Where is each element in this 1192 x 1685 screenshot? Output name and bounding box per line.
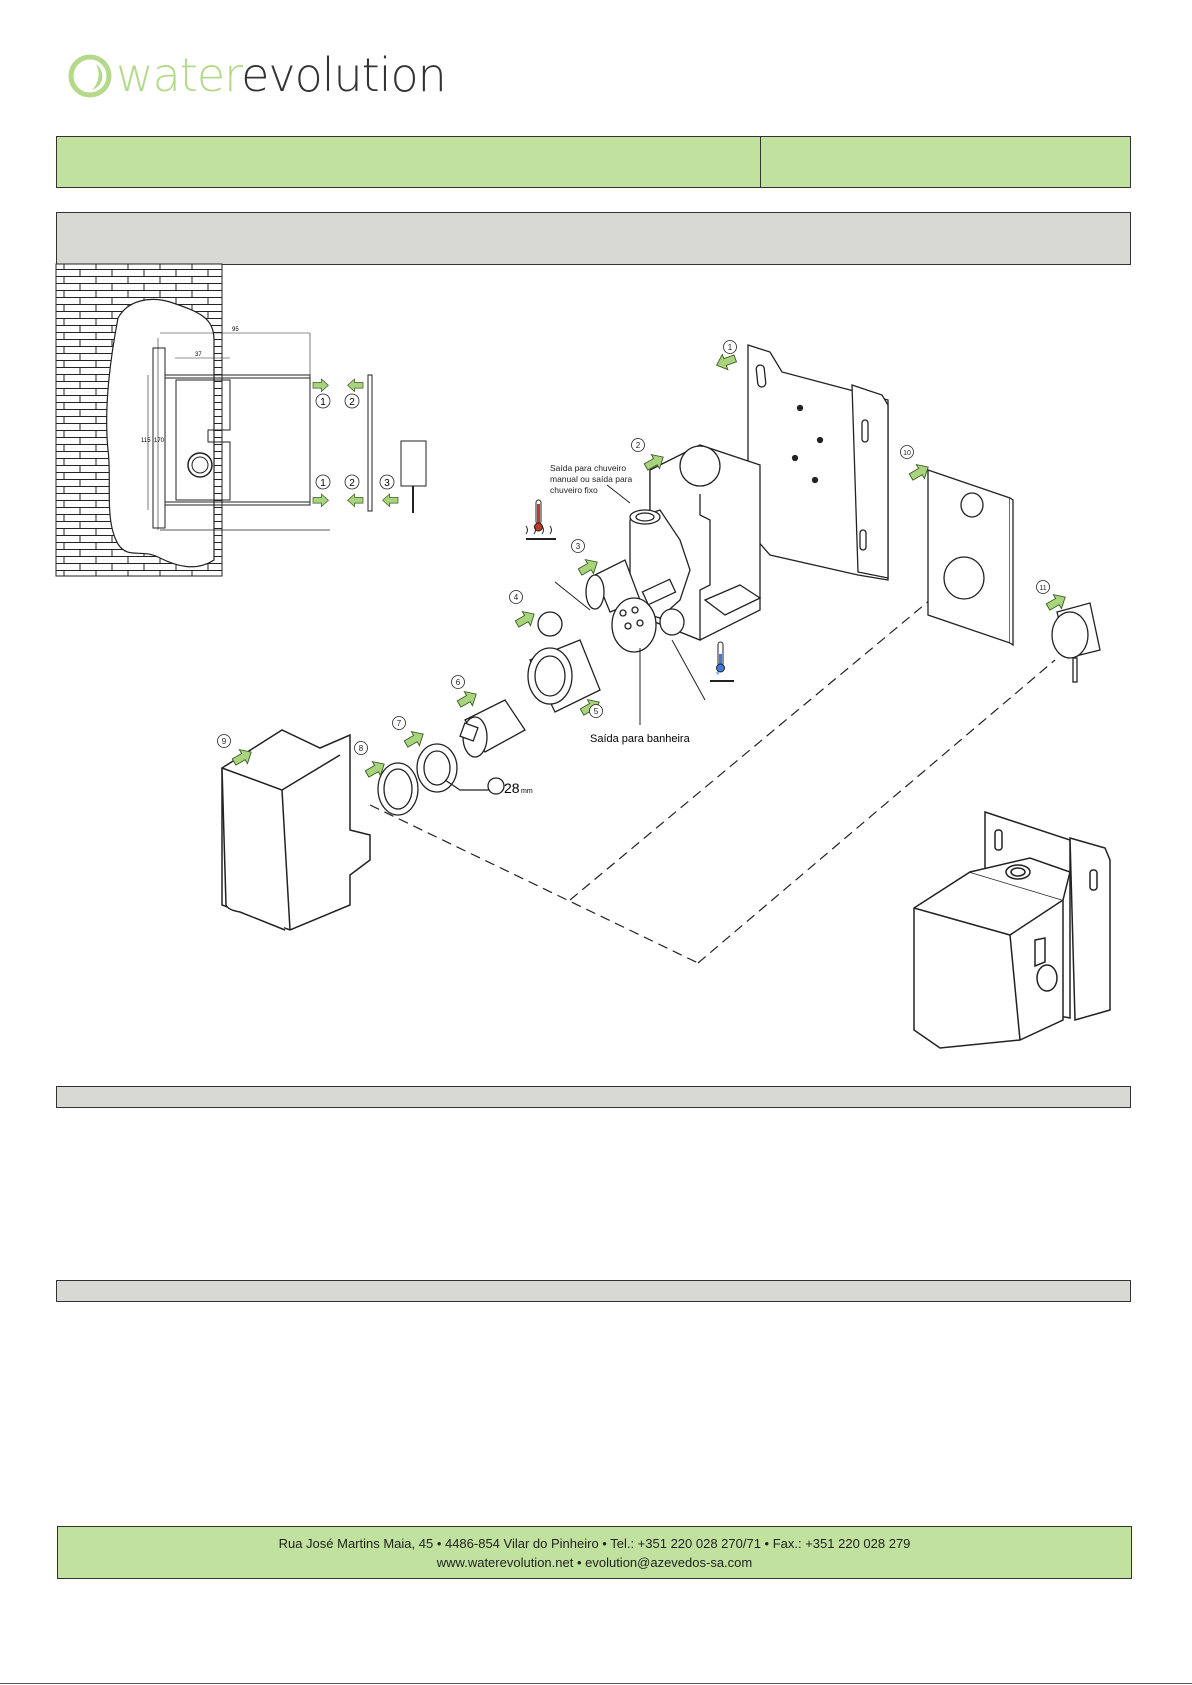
product-header-bar [56, 136, 1131, 188]
callout-10: 10 [903, 450, 911, 457]
footer-web: www.waterevolution.net • evolution@azeve… [436, 1555, 753, 1570]
footer-address: Rua José Martins Maia, 45 • 4486-854 Vil… [278, 1536, 911, 1551]
callout-4: 4 [514, 593, 519, 602]
dimension-28-unit: mm [521, 788, 533, 795]
alignment-guides [369, 599, 1056, 964]
footer-contact: Rua José Martins Maia, 45 • 4486-854 Vil… [57, 1526, 1132, 1579]
callout-3: 3 [576, 542, 581, 551]
mounting-plate [747, 344, 889, 581]
label-shower-2: manual ou saída para [550, 474, 632, 484]
assembled-view [913, 810, 1111, 1049]
side-callout-2a: 2 [349, 397, 355, 408]
callout-7: 7 [397, 719, 402, 728]
side-callout-1b: 1 [320, 478, 326, 489]
side-callout-1a: 1 [320, 397, 326, 408]
callout-6: 6 [456, 678, 461, 687]
logo-wordmark: waterevolution [116, 48, 447, 102]
side-callout-3: 3 [384, 478, 390, 489]
dim-37-label: 37 [195, 352, 202, 358]
handle-knob [1051, 602, 1101, 683]
page-bottom-rule [0, 1683, 1192, 1684]
hot-water-icon [525, 499, 556, 540]
description-bar [56, 212, 1131, 265]
logo-word-water: water [116, 48, 242, 102]
dim-left-b-label: 170 [154, 438, 165, 444]
svg-text:*: * [716, 670, 720, 680]
section-bar-2 [56, 1280, 1131, 1302]
exploded-assembly-diagram: 95 37 115 170 1 2 1 2 3 [55, 263, 1111, 1049]
label-shower-1: Saída para chuveiro [550, 463, 626, 473]
callout-5: 5 [594, 707, 599, 716]
dim-top-label: 95 [232, 327, 239, 333]
label-bath-outlet: Saída para banheira [590, 733, 691, 745]
water-drop-logo-icon [68, 54, 112, 98]
company-logo: waterevolution [66, 48, 447, 104]
callout-9: 9 [222, 737, 227, 746]
callout-8: 8 [359, 744, 364, 753]
callout-2: 2 [636, 441, 641, 450]
plaster-guard-box [221, 729, 371, 931]
cover-plate [927, 469, 1014, 647]
cartridge-parts [377, 611, 601, 816]
wall-section: 95 37 115 170 1 2 1 2 3 [55, 263, 427, 577]
callout-11: 11 [1039, 585, 1046, 592]
side-callout-2b: 2 [349, 478, 355, 489]
cold-water-icon: * [710, 641, 734, 682]
valve-body [585, 509, 691, 653]
callout-1: 1 [728, 343, 733, 352]
leader-shower [606, 484, 631, 504]
section-bar-1 [56, 1086, 1131, 1108]
logo-word-evolution: evolution [241, 48, 447, 102]
label-shower-3: chuveiro fixo [550, 485, 598, 495]
header-divider [760, 137, 761, 187]
dim-left-a-label: 115 [141, 438, 151, 444]
dimension-28: 28 [504, 780, 520, 796]
